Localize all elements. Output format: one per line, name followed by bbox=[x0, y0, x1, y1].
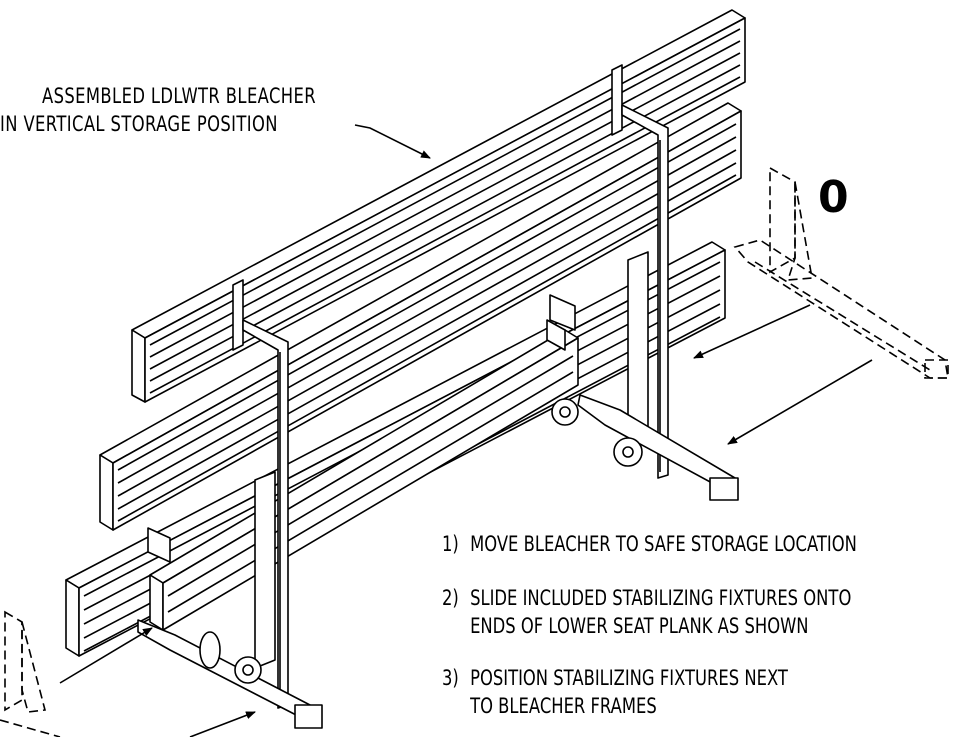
instruction-step-1: 1) MOVE BLEACHER TO SAFE STORAGE LOCATION bbox=[442, 530, 857, 558]
step-number: 3) bbox=[442, 666, 459, 690]
arrow-right-lower bbox=[727, 359, 873, 445]
callout-label-line-2: IN VERTICAL STORAGE POSITION bbox=[0, 112, 278, 136]
step-text-line-2: ENDS OF LOWER SEAT PLANK AS SHOWN bbox=[470, 614, 809, 638]
callout-label-line-1: ASSEMBLED LDLWTR BLEACHER bbox=[42, 84, 317, 108]
right-stabilizing-fixture bbox=[733, 166, 949, 379]
step-text: MOVE BLEACHER TO SAFE STORAGE LOCATION bbox=[470, 532, 857, 556]
direction-arrows bbox=[59, 304, 873, 737]
instruction-step-2: 2) SLIDE INCLUDED STABILIZING FIXTURES ON… bbox=[442, 584, 851, 640]
callout-leader-arrow bbox=[354, 124, 431, 159]
step-number: 2) bbox=[442, 586, 459, 610]
left-stabilizing-fixture bbox=[0, 610, 61, 737]
left-bleacher-frame bbox=[137, 279, 323, 729]
step-text-line-2: TO BLEACHER FRAMES bbox=[470, 694, 657, 718]
instruction-step-3: 3) POSITION STABILIZING FIXTURES NEXT TO … bbox=[442, 664, 788, 720]
step-text-line-1: SLIDE INCLUDED STABILIZING FIXTURES ONTO bbox=[470, 586, 852, 610]
arrow-left-upper bbox=[59, 627, 153, 684]
note-badge-icon: 0 bbox=[818, 172, 849, 223]
step-number: 1) bbox=[442, 532, 459, 556]
right-bleacher-frame bbox=[546, 64, 739, 501]
arrow-right-upper bbox=[693, 304, 811, 359]
arrow-left-lower bbox=[189, 711, 256, 737]
step-text-line-1: POSITION STABILIZING FIXTURES NEXT bbox=[470, 666, 788, 690]
middle-seat-plank bbox=[99, 102, 742, 531]
